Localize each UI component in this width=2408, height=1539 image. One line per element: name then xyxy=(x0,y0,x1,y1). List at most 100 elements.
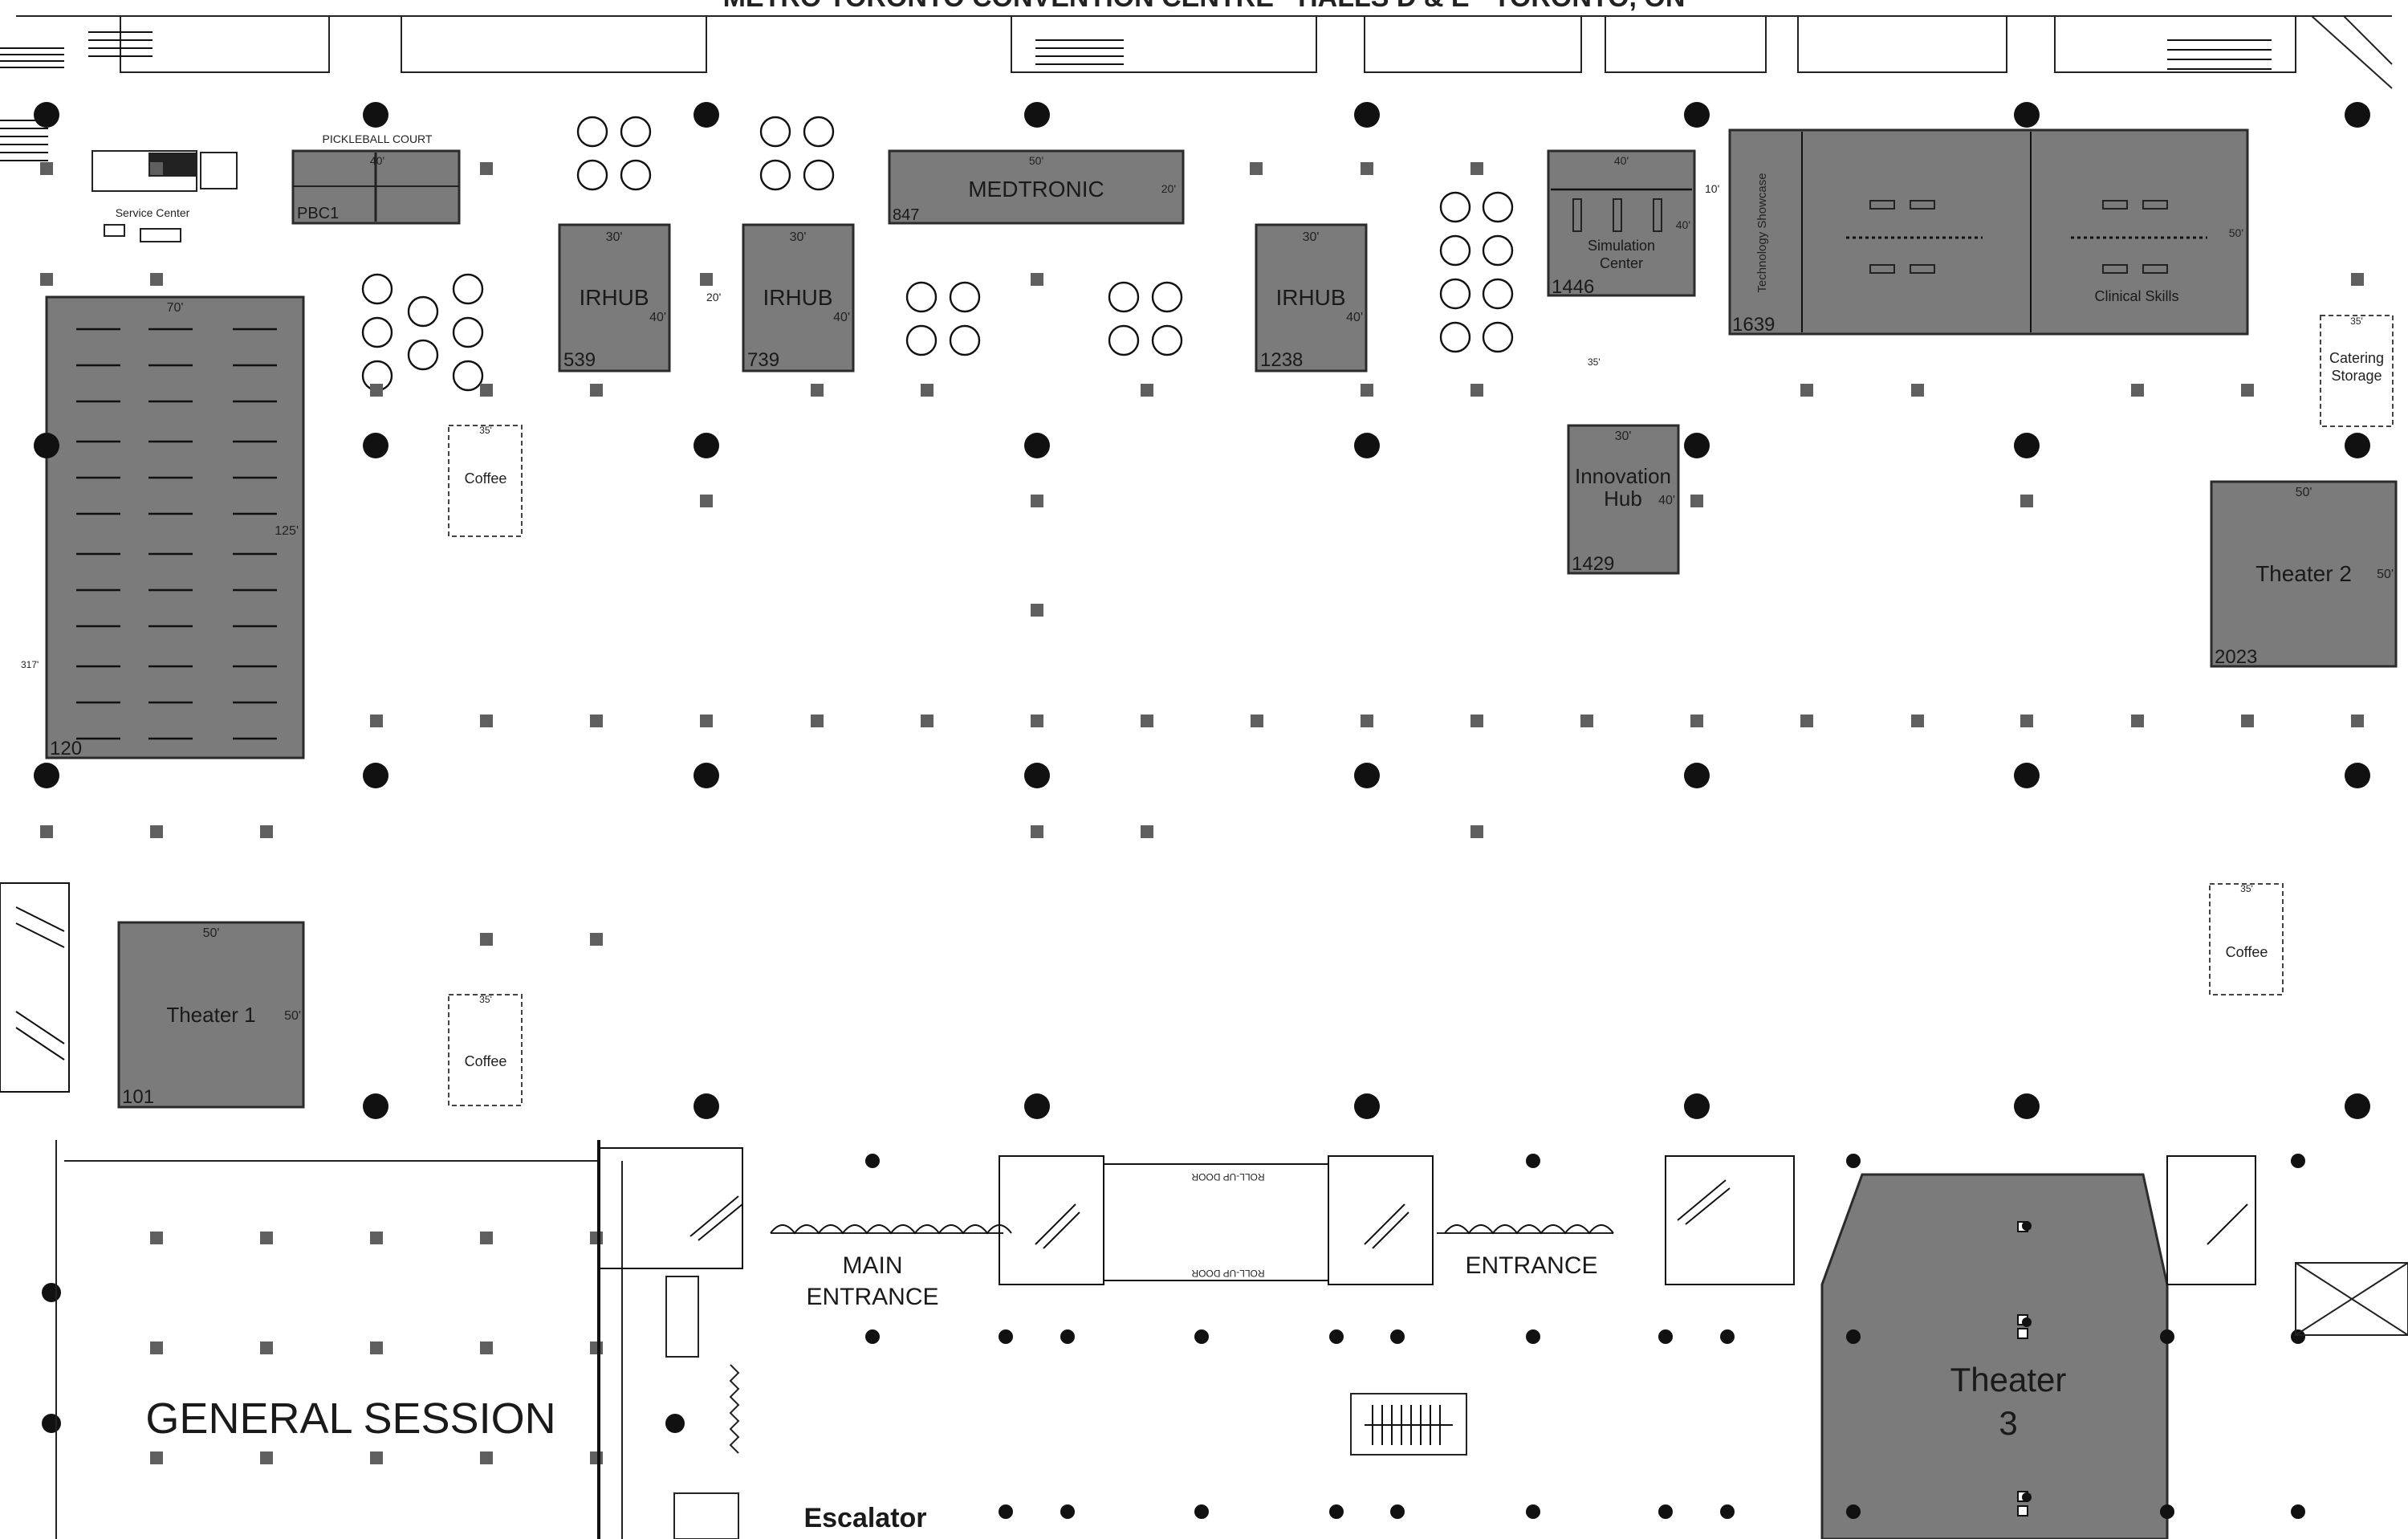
booth-name-line1: Simulation xyxy=(1588,238,1655,254)
rollup-door-upper: ROLL-UP DOOR xyxy=(1191,1171,1264,1183)
lower-walls xyxy=(55,1140,2408,1539)
main-entrance-line2: ENTRANCE xyxy=(806,1284,938,1310)
theater-dim-side: 50' xyxy=(284,1009,301,1023)
general-session-walls xyxy=(665,1276,740,1539)
booth-number: 739 xyxy=(747,349,779,371)
booth-dim-top: 30' xyxy=(790,230,807,244)
theater-name: Theater 1 xyxy=(166,1003,255,1027)
theater-name-line1: Theater xyxy=(1950,1361,2067,1399)
theater-3-columns xyxy=(1847,1221,2032,1518)
coffee-dim: 35' xyxy=(479,994,492,1005)
escalator: Escalator xyxy=(803,1393,1467,1533)
dim-35-label: 35' xyxy=(1588,356,1601,368)
booth-number: 1429 xyxy=(1572,553,1614,575)
booth-name-line1: Innovation xyxy=(1575,464,1671,488)
service-center: Service Center xyxy=(92,150,238,242)
booth-name-line2: Center xyxy=(1600,255,1643,271)
coffee-label: Coffee xyxy=(465,470,507,487)
coffee-station-1[interactable]: 35' Coffee xyxy=(448,425,523,537)
catering-line2: Storage xyxy=(2331,368,2382,384)
stairs-top-left xyxy=(0,31,2272,161)
booth-dim-side: 40' xyxy=(1658,494,1675,507)
booth-number: 847 xyxy=(893,206,919,224)
booth-simulation-center[interactable]: Simulation Center 40' 40' 10' 1446 xyxy=(1547,149,1719,298)
booth-name: IRHUB xyxy=(579,285,649,310)
pickleball-court: PICKLEBALL COURT 40' PBC1 xyxy=(291,132,461,225)
coffee-station-2[interactable]: 35' Coffee xyxy=(448,994,523,1106)
theater-dim-side: 50' xyxy=(2377,568,2394,581)
main-entrance-line1: MAIN xyxy=(843,1252,903,1279)
pickleball-title: PICKLEBALL COURT xyxy=(323,132,433,145)
catering-line1: Catering xyxy=(2329,350,2384,366)
booth-irhub-539[interactable]: IRHUB 30' 40' 539 xyxy=(558,223,671,373)
booth-side-text: Technology Showcase xyxy=(1755,173,1769,292)
catering-dim: 35' xyxy=(2350,316,2363,327)
stairwell-cores xyxy=(0,882,2256,1285)
service-center-label: Service Center xyxy=(116,206,190,219)
booth-name: IRHUB xyxy=(763,285,832,310)
booth-name: Clinical Skills xyxy=(2094,288,2178,304)
pickleball-dim: 40' xyxy=(370,154,384,167)
booth-dim-side: 40' xyxy=(1346,311,1363,324)
booth-dim-top: 50' xyxy=(1029,154,1043,167)
catering-storage: 35' Catering Storage xyxy=(2320,315,2394,427)
rollup-door-lower: ROLL-UP DOOR xyxy=(1191,1268,1264,1279)
theater-name: Theater 2 xyxy=(2255,561,2352,586)
booth-dim-top: 40' xyxy=(1614,154,1629,167)
booth-dim-side: 40' xyxy=(1676,218,1690,231)
booth-medtronic[interactable]: MEDTRONIC 50' 20' 847 xyxy=(888,149,1185,225)
coffee-dim: 35' xyxy=(2240,883,2253,894)
pickleball-number: PBC1 xyxy=(297,205,339,222)
coffee-station-3[interactable]: 35' Coffee xyxy=(2209,883,2284,995)
booth-dim-top: 30' xyxy=(606,230,623,244)
booth-name: IRHUB xyxy=(1275,285,1345,310)
booth-irhub-1238[interactable]: IRHUB 30' 40' 1238 xyxy=(1255,223,1368,373)
pickleball-nets xyxy=(76,328,277,740)
booth-number: 1238 xyxy=(1260,349,1303,371)
dim-317-label: 317' xyxy=(21,659,39,670)
booth-dim-side: 125' xyxy=(275,524,299,538)
booth-name-line2: Hub xyxy=(1604,487,1642,511)
entrance-label: ENTRANCE xyxy=(1465,1252,1597,1279)
general-session-label: GENERAL SESSION xyxy=(145,1394,555,1443)
building-columns xyxy=(34,102,2370,1119)
booth-number: 539 xyxy=(563,349,596,371)
escalator-label: Escalator xyxy=(803,1503,926,1533)
dim-20-label: 20' xyxy=(706,291,721,303)
rollup-doors: ROLL-UP DOOR ROLL-UP DOOR xyxy=(1191,1171,1264,1279)
theater-dim-top: 50' xyxy=(203,926,220,940)
theater-number: 101 xyxy=(122,1086,154,1108)
booth-innovation-hub[interactable]: 30' Innovation Hub 40' 1429 xyxy=(1567,424,1680,575)
round-tables xyxy=(361,116,1514,392)
coffee-label: Coffee xyxy=(465,1053,507,1069)
lower-concourse-columns xyxy=(42,1154,2305,1519)
booth-irhub-739[interactable]: IRHUB 30' 40' 739 xyxy=(742,223,855,373)
booth-number: 1639 xyxy=(1732,314,1775,336)
theater-name-line2: 3 xyxy=(1999,1404,2017,1442)
entrance-doors xyxy=(770,1224,1614,1235)
booth-number: 1446 xyxy=(1552,276,1594,298)
booth-dim-side: 20' xyxy=(1161,182,1176,195)
booth-dim-top: 30' xyxy=(1303,230,1320,244)
booth-dim-top: 70' xyxy=(167,301,184,315)
top-wall-fixtures xyxy=(16,15,2393,89)
booth-dim-side: 40' xyxy=(833,311,850,324)
theater-3[interactable]: Theater 3 xyxy=(1820,1173,2169,1539)
booth-dim-side: 40' xyxy=(649,311,666,324)
coffee-dim: 35' xyxy=(479,425,492,436)
booth-dim-extra: 10' xyxy=(1705,182,1719,195)
booth-dim-top: 30' xyxy=(1615,430,1632,443)
booth-clinical-skills[interactable]: Technology Showcase Clinical Skills 50' … xyxy=(1728,128,2249,336)
theater-dim-top: 50' xyxy=(2296,486,2312,499)
theater-number: 2023 xyxy=(2215,646,2257,668)
header-title: METRO TORONTO CONVENTION CENTRE · HALLS … xyxy=(723,0,1686,13)
square-markers xyxy=(40,162,2364,1464)
booth-number: 120 xyxy=(50,738,82,759)
booth-name: MEDTRONIC xyxy=(968,177,1104,202)
booth-block-120[interactable]: 70' 125' 120 xyxy=(45,295,305,759)
theater-1[interactable]: 50' Theater 1 50' 101 xyxy=(117,921,305,1109)
booth-dim-side: 50' xyxy=(2229,226,2243,239)
coffee-label: Coffee xyxy=(2226,944,2268,960)
theater-2[interactable]: 50' Theater 2 50' 2023 xyxy=(2210,480,2398,668)
